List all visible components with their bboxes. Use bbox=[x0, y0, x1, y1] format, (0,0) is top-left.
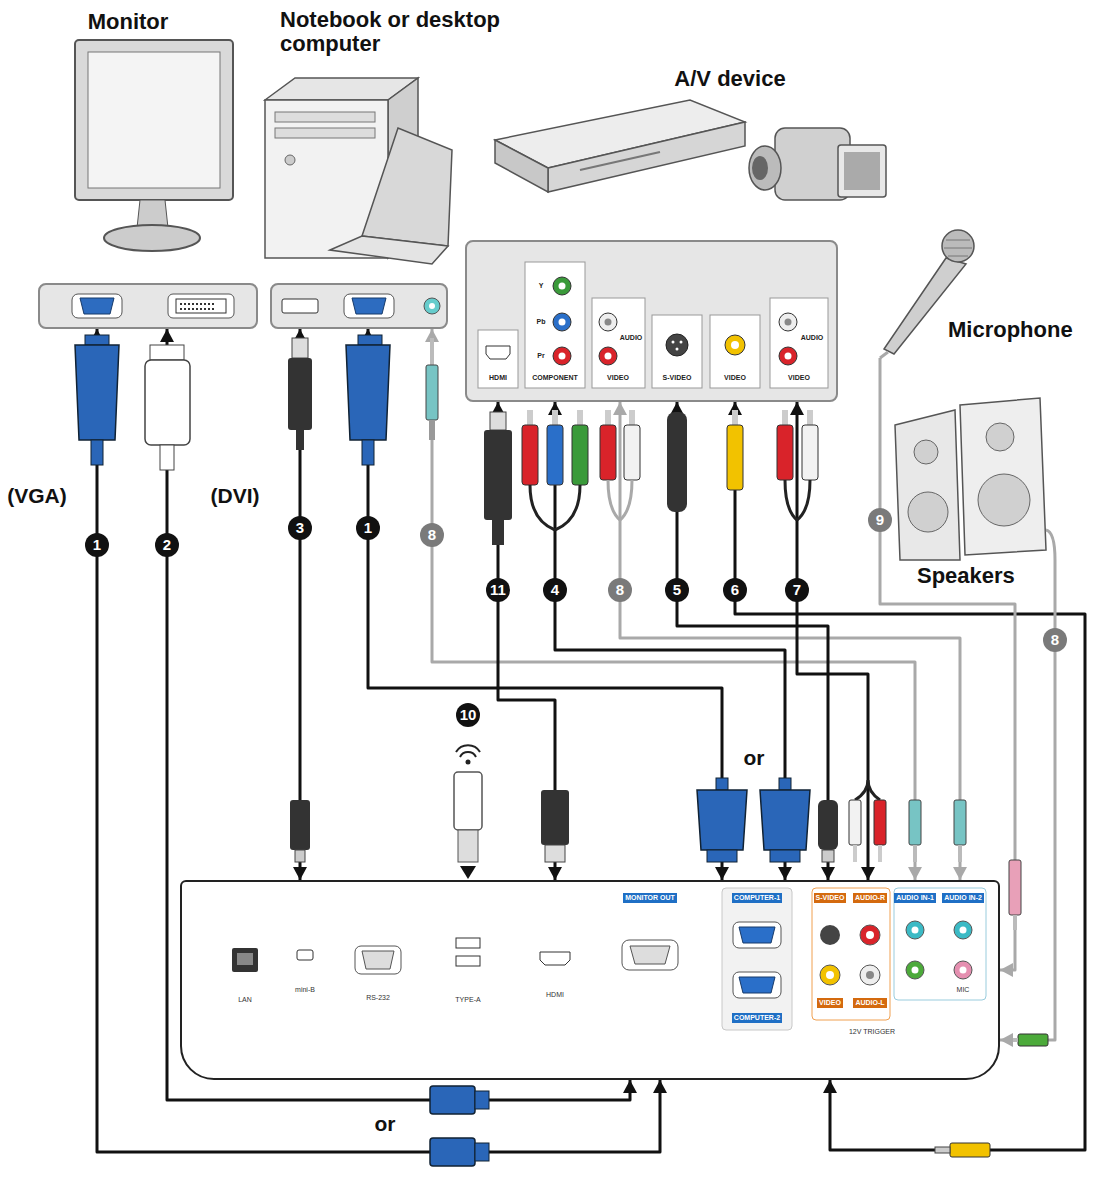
port-tag: AUDIO-R bbox=[853, 893, 887, 903]
arrow-head bbox=[715, 867, 729, 880]
port-tag: S-VIDEO bbox=[814, 893, 847, 903]
port-tag: COMPUTER-2 bbox=[732, 1013, 782, 1023]
callout-number: 2 bbox=[155, 533, 179, 557]
alternative-note: or bbox=[744, 746, 765, 769]
callout-number: 5 bbox=[665, 578, 689, 602]
port-tag: VIDEO bbox=[817, 998, 843, 1008]
device-area: Microphone bbox=[868, 228, 1100, 358]
port-label: VIDEO bbox=[607, 374, 629, 382]
arrow-head bbox=[821, 867, 835, 880]
callout-number: 8 bbox=[420, 523, 444, 547]
port-label: Pb bbox=[537, 318, 546, 326]
callout-number: 3 bbox=[288, 516, 312, 540]
callout-number: 10 bbox=[456, 703, 480, 727]
connector-type: (VGA) bbox=[7, 484, 67, 507]
cable-line bbox=[555, 402, 785, 880]
callout-number: 4 bbox=[543, 578, 567, 602]
arrow-head bbox=[778, 867, 792, 880]
callout-number: 1 bbox=[85, 533, 109, 557]
callout-number: 9 bbox=[868, 508, 892, 532]
device-area: Speakers bbox=[890, 392, 1060, 600]
device-title: Notebook or desktop computer bbox=[280, 8, 538, 56]
cable-line bbox=[677, 402, 828, 880]
alternative-note: or bbox=[375, 1112, 396, 1135]
port-label: mini-B bbox=[295, 986, 315, 994]
callout-number: 6 bbox=[723, 578, 747, 602]
port-label: 12V TRIGGER bbox=[849, 1028, 895, 1036]
cable-line bbox=[1000, 600, 1055, 1040]
arrow-head bbox=[790, 402, 804, 415]
arrow-head bbox=[861, 867, 875, 880]
callout-number: 8 bbox=[608, 578, 632, 602]
arrow-head bbox=[548, 867, 562, 880]
device-title: Speakers bbox=[917, 564, 1015, 588]
arrow-head bbox=[953, 867, 967, 880]
cable-line bbox=[880, 358, 1015, 970]
port-label: TYPE-A bbox=[455, 996, 480, 1004]
device-title: Microphone bbox=[948, 318, 1073, 342]
port-label: MIC bbox=[957, 986, 970, 994]
port-label: AUDIO bbox=[620, 334, 643, 342]
port-label: VIDEO bbox=[724, 374, 746, 382]
projector-panel: LAN mini-B RS-232 TYPE-A HDMI MONITOR OUT COMP… bbox=[180, 880, 1000, 1080]
port-label: HDMI bbox=[546, 991, 564, 999]
port-tag: MONITOR OUT bbox=[623, 893, 677, 903]
arrow-head bbox=[293, 867, 307, 880]
callout-number: 11 bbox=[486, 578, 510, 602]
port-label: AUDIO bbox=[801, 334, 824, 342]
arrow-head bbox=[653, 1080, 667, 1093]
port-label: HDMI bbox=[489, 374, 507, 382]
callout-number: 7 bbox=[785, 578, 809, 602]
cable-line bbox=[368, 329, 722, 880]
connector-type: (DVI) bbox=[211, 484, 260, 507]
port-tag: AUDIO-L bbox=[853, 998, 886, 1008]
port-label: S-VIDEO bbox=[663, 374, 692, 382]
device-panel: Notebook or desktop computer bbox=[270, 283, 448, 329]
device-title: A/V device bbox=[674, 67, 785, 91]
port-label: Y bbox=[539, 282, 544, 290]
port-label: RS-232 bbox=[366, 994, 390, 1002]
device-panel: Monitor bbox=[38, 283, 258, 329]
port-tag: AUDIO IN-1 bbox=[894, 893, 936, 903]
arrow-head bbox=[1000, 963, 1013, 977]
cable-line bbox=[432, 329, 915, 880]
port-tag: AUDIO IN-2 bbox=[942, 893, 984, 903]
callout-number: 8 bbox=[1043, 628, 1067, 652]
device-panel: A/V deviceHDMIYPbPrCOMPONENTAUDIOVIDEOS-… bbox=[465, 240, 838, 402]
arrow-head bbox=[613, 402, 627, 415]
callout-number: 1 bbox=[356, 516, 380, 540]
port-label: LAN bbox=[238, 996, 252, 1004]
arrow-head bbox=[623, 1080, 637, 1093]
arrow-head bbox=[160, 329, 174, 342]
cable-line bbox=[620, 402, 960, 880]
port-label: VIDEO bbox=[788, 374, 810, 382]
port-label: COMPONENT bbox=[532, 374, 578, 382]
port-label: Pr bbox=[537, 352, 544, 360]
arrow-head bbox=[1000, 1033, 1013, 1047]
arrow-head bbox=[823, 1080, 837, 1093]
device-title: Monitor bbox=[88, 10, 169, 34]
cable-line bbox=[167, 329, 630, 1100]
port-tag: COMPUTER-1 bbox=[732, 893, 782, 903]
arrow-head bbox=[908, 867, 922, 880]
